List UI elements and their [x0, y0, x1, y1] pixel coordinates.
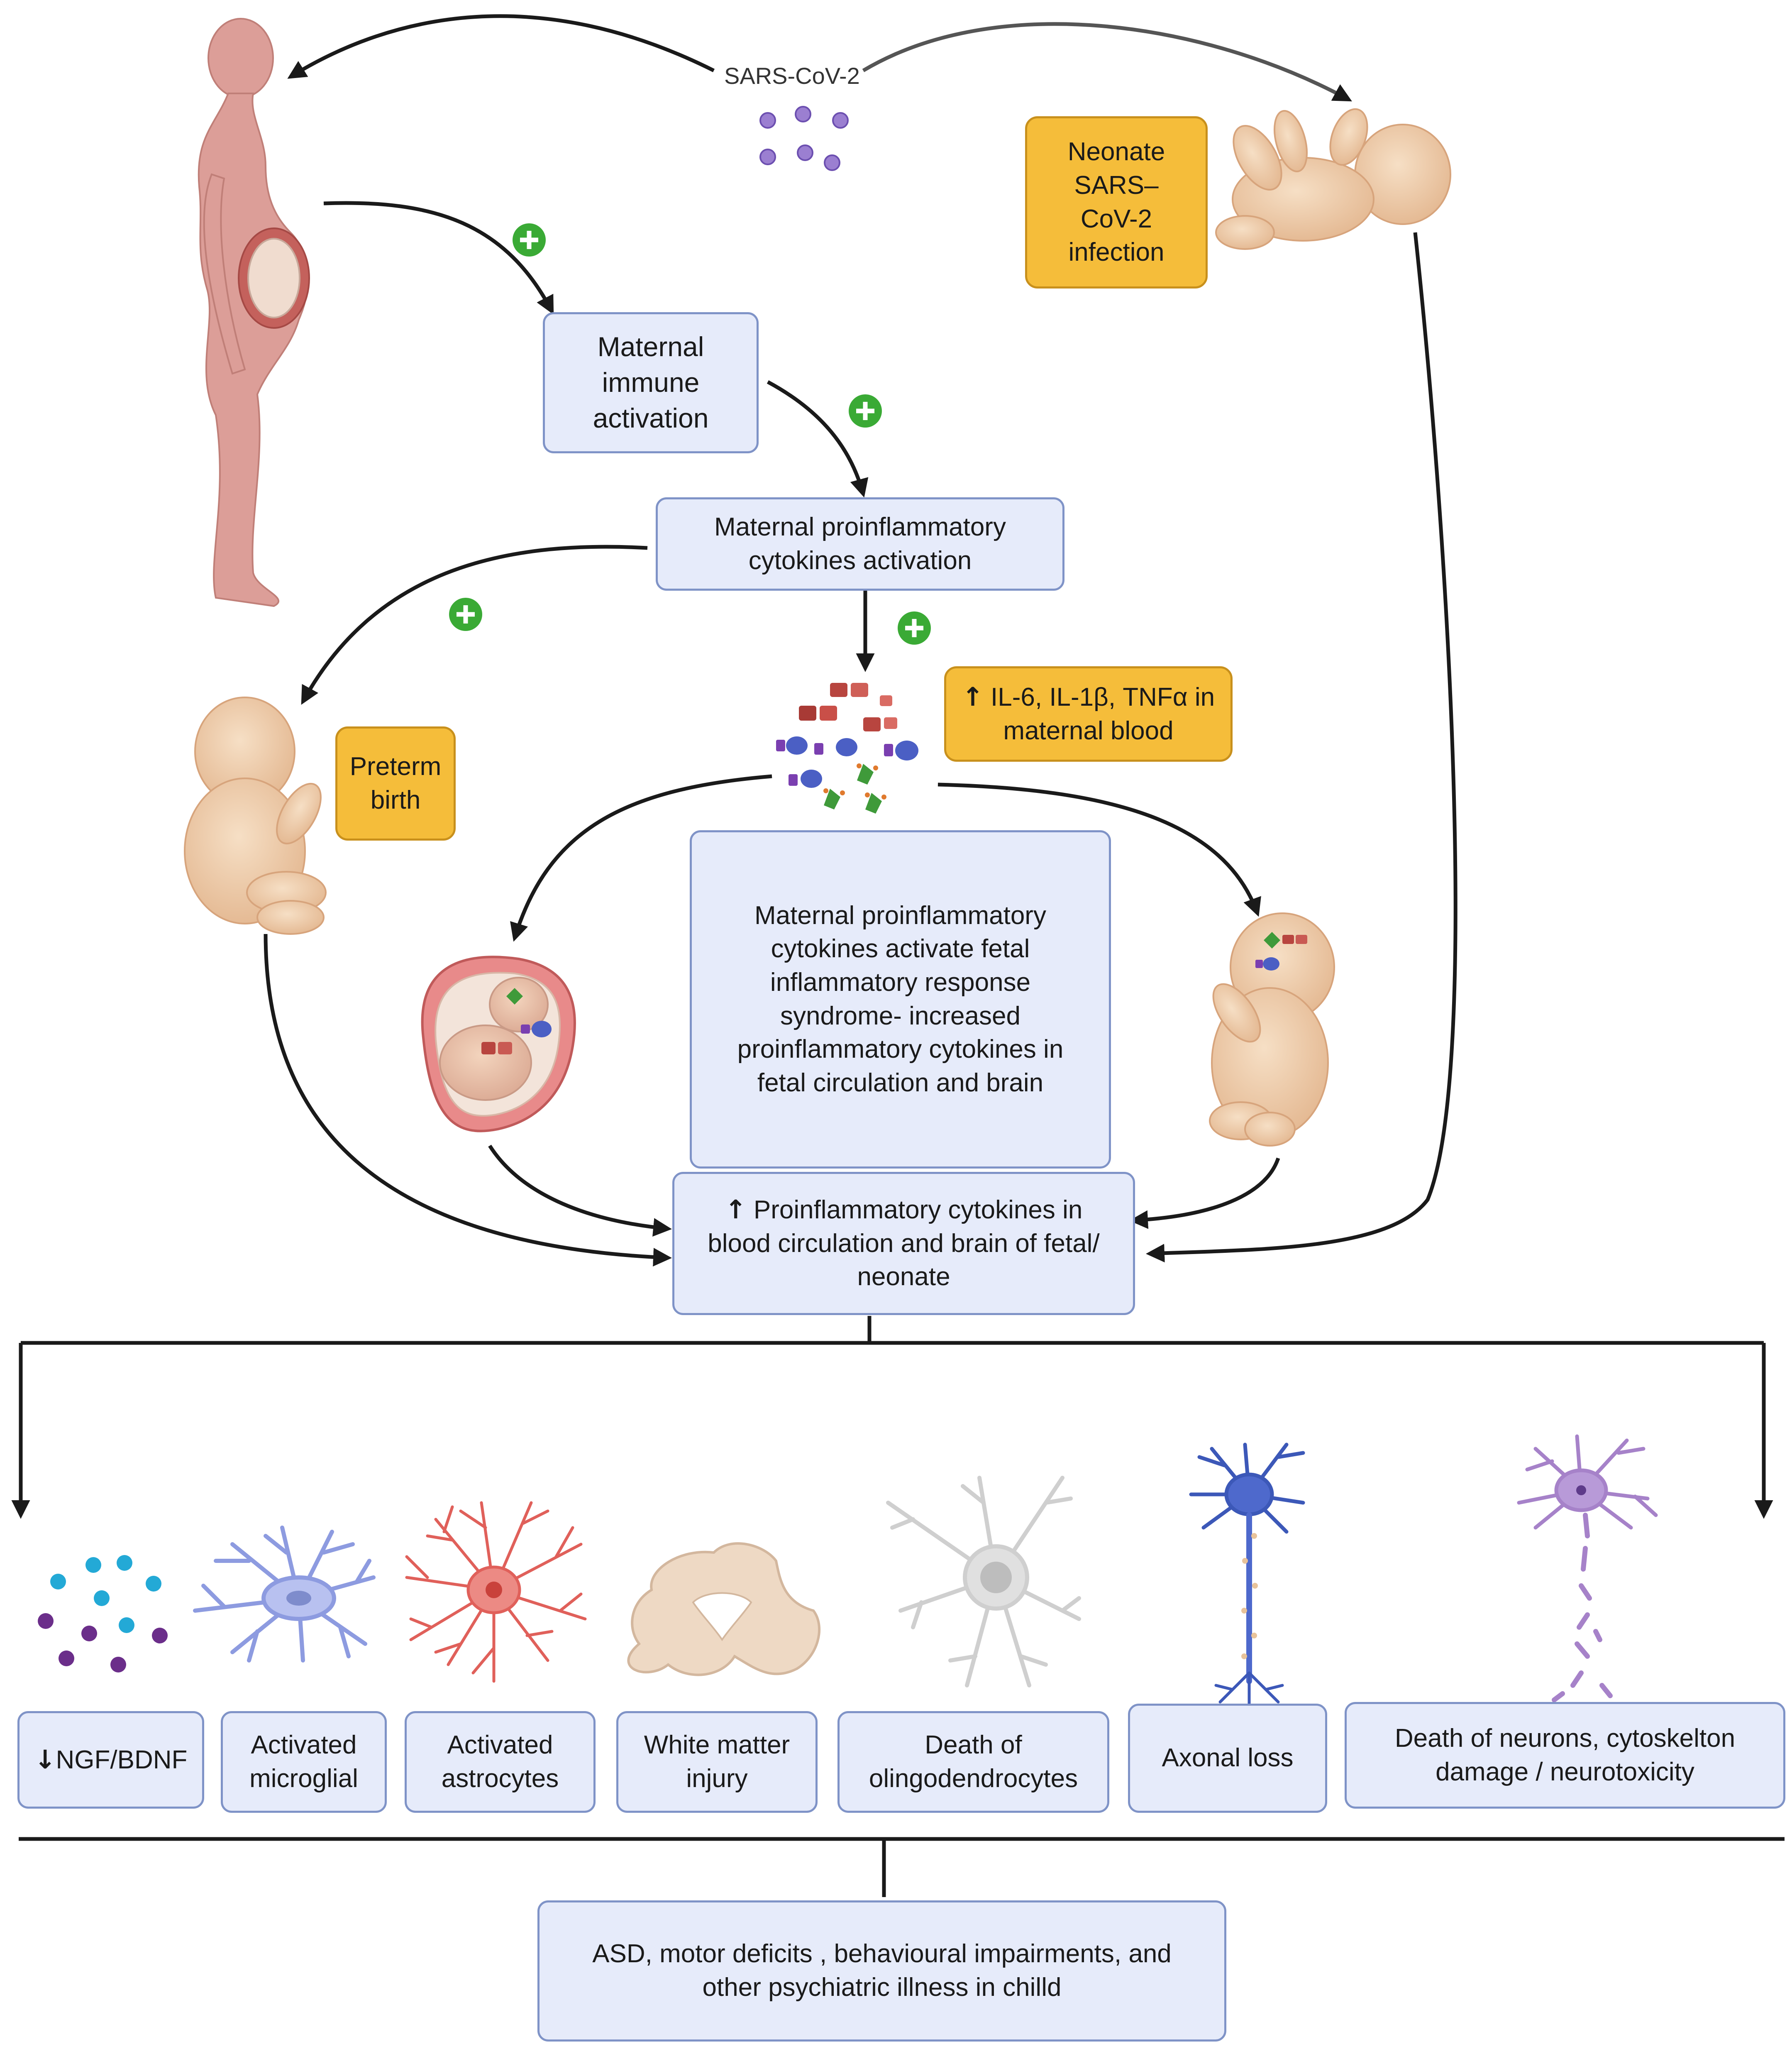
astrocytes-label: Activated astrocytes [441, 1730, 559, 1793]
fetal-cytokines-box: ↑ Proinflammatory cytokines in blood cir… [672, 1172, 1135, 1315]
plus-circle-icon [449, 598, 482, 631]
maternal-immune-box: Maternal immune activation [543, 312, 759, 453]
neurotrophin-dots-icon [38, 1555, 168, 1672]
cytokine-molecules-icon [776, 683, 918, 814]
arrow-blood-to-fetus [938, 782, 1261, 917]
ngf-content: ↓NGF/BDNF [34, 1743, 188, 1777]
astrocytes-box: Activated astrocytes [405, 1711, 596, 1813]
white-matter-label: White matter injury [644, 1730, 790, 1793]
olingo-label: Death of olingodendrocytes [869, 1730, 1078, 1793]
il6-box: ↑ IL-6, IL-1β, TNFα in maternal blood [944, 666, 1233, 762]
arrow-down-icon: ↓ [34, 1744, 56, 1775]
arrow-mother-to-immune [323, 201, 554, 315]
white-matter-box: White matter injury [616, 1711, 818, 1813]
microglial-box: Activated microglial [221, 1711, 387, 1813]
baby-icon [1209, 912, 1335, 1147]
neuron-death-box: Death of neurons, cytoskelton damage / n… [1345, 1702, 1785, 1809]
arrow-neonate-to-fetal-cytokines [1146, 232, 1458, 1263]
olingo-box: Death of olingodendrocytes [837, 1711, 1109, 1813]
damaged-neuron-icon [1517, 1434, 1658, 1702]
baby-icon [1215, 108, 1451, 250]
arrow-up-icon: ↑ [725, 1194, 747, 1225]
axonal-box: Axonal loss [1128, 1704, 1327, 1813]
plus-circle-icon [898, 611, 931, 645]
arrow-cytokines-to-preterm [301, 545, 648, 705]
outcome-label: ASD, motor deficits , behavioural impair… [592, 1939, 1172, 2002]
virus-label: SARS-CoV-2 [724, 63, 860, 89]
neuron-death-label: Death of neurons, cytoskelton damage / n… [1394, 1724, 1736, 1786]
fetal-response-box: Maternal proinflammatory cytokines activ… [690, 830, 1111, 1169]
preterm-box: Preterm birth [335, 726, 456, 841]
neonate-infection-label: Neonate SARS–CoV-2 infection [1067, 137, 1165, 267]
axonal-label: Axonal loss [1162, 1743, 1294, 1773]
neonate-infection-box: Neonate SARS–CoV-2 infection [1025, 116, 1208, 289]
preterm-label: Preterm birth [349, 752, 442, 814]
arrow-uterus-to-fetal-cytokines [488, 1144, 672, 1237]
fetal-response-label: Maternal proinflammatory cytokines activ… [737, 901, 1064, 1097]
plus-circle-icon [849, 394, 882, 428]
brain-section-icon [627, 1542, 820, 1676]
il6-content: ↑ IL-6, IL-1β, TNFα in maternal blood [946, 680, 1230, 748]
fetal-cytokines-content: ↑ Proinflammatory cytokines in blood cir… [674, 1193, 1133, 1294]
outcome-box: ASD, motor deficits , behavioural impair… [537, 1900, 1226, 2042]
maternal-immune-label: Maternal immune activation [593, 331, 709, 433]
microglia-cell-icon [193, 1526, 376, 1663]
arrow-fetus-to-fetal-cytokines [1129, 1157, 1280, 1229]
arrow-preterm-to-fetal-cytokines [264, 934, 672, 1267]
plus-icons [449, 223, 931, 645]
fetal-cytokines-label: Proinflammatory cytokines in blood circu… [708, 1196, 1100, 1291]
plus-circle-icon [513, 223, 546, 257]
neuron-icon [1189, 1443, 1305, 1708]
microglial-label: Activated microglial [249, 1730, 358, 1793]
arrow-up-icon: ↑ [962, 681, 984, 712]
maternal-cytokines-label: Maternal proinflammatory cytokines activ… [714, 512, 1006, 575]
flow-arrows [11, 14, 1785, 1897]
arrow-virus-to-neonate [862, 22, 1352, 102]
astrocyte-cell-icon [405, 1501, 587, 1683]
arrow-blood-to-uterus [510, 774, 772, 942]
il6-label: IL-6, IL-1β, TNFα in maternal blood [991, 682, 1215, 745]
maternal-cytokines-box: Maternal proinflammatory cytokines activ… [656, 497, 1064, 591]
fetus-in-uterus-icon [421, 956, 576, 1132]
arrow-immune-to-cytokines [767, 380, 869, 498]
virus-icon [759, 106, 849, 171]
arrow-virus-to-mother [287, 14, 715, 79]
oligodendrocyte-cell-icon [886, 1476, 1081, 1687]
ngf-label: NGF/BDNF [56, 1745, 188, 1774]
baby-icon [184, 697, 327, 935]
pregnant-woman-icon [198, 18, 310, 607]
ngf-box: ↓NGF/BDNF [17, 1711, 204, 1809]
